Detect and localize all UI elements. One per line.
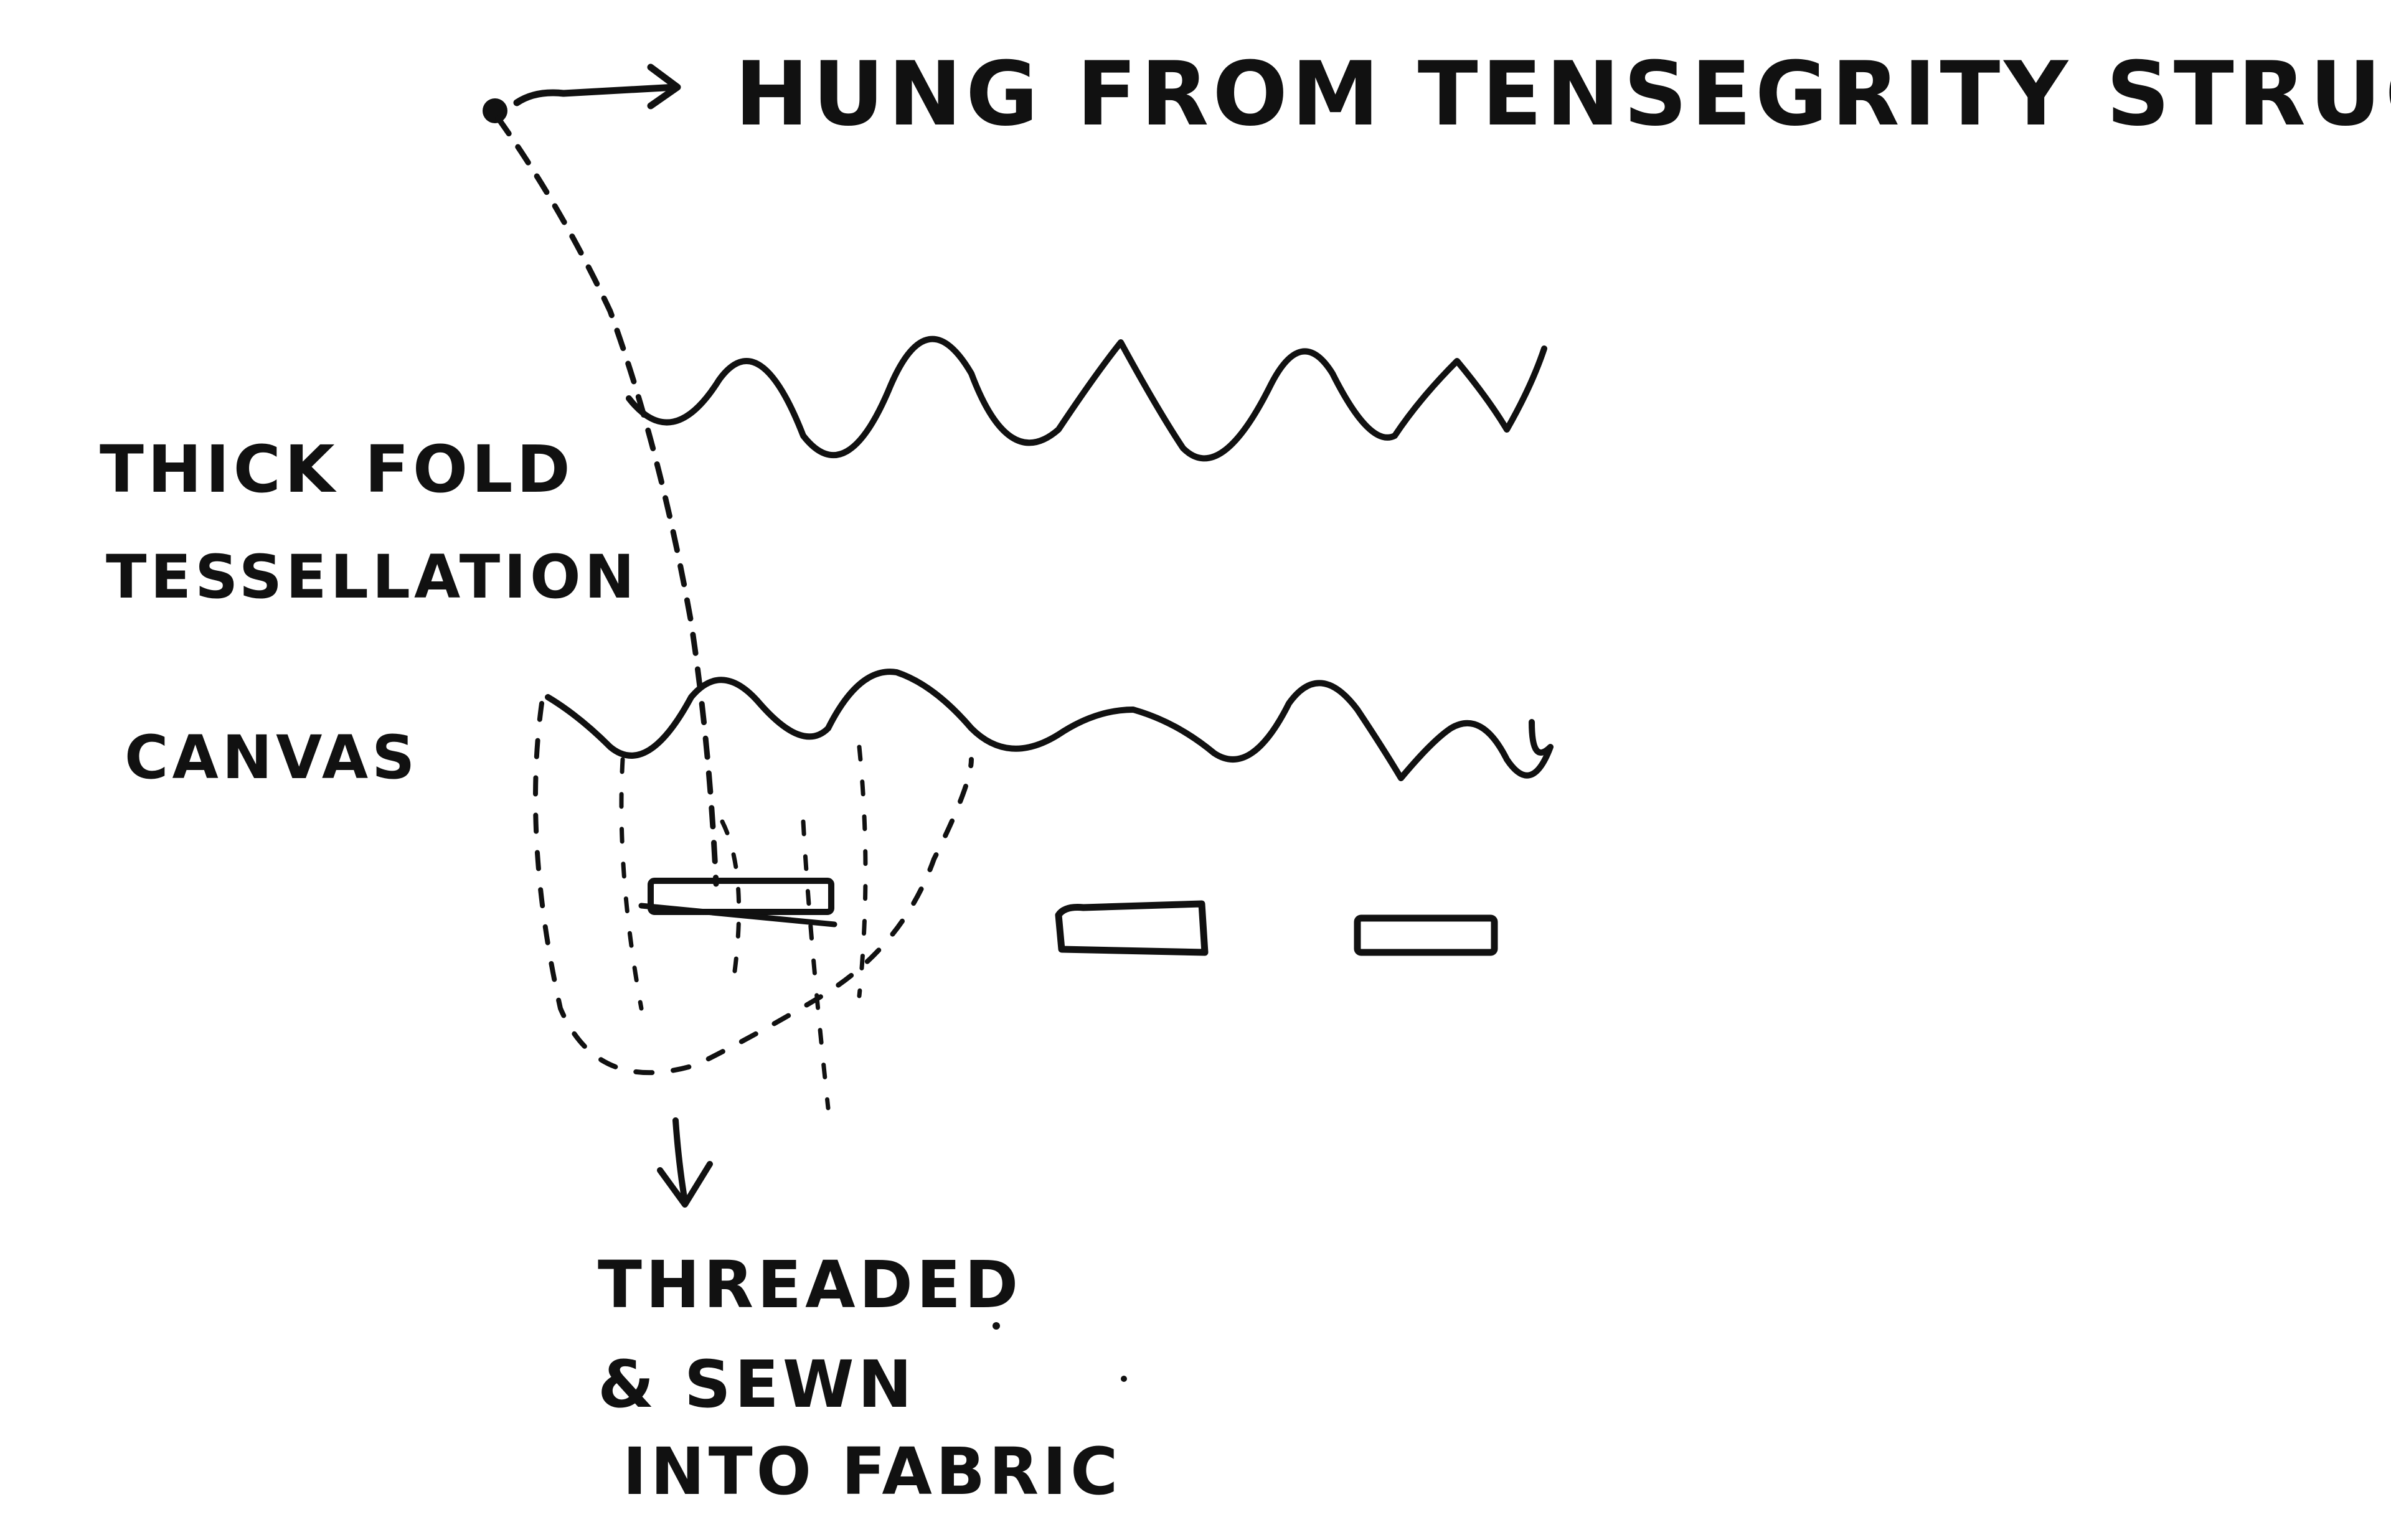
threaded-tab [648,878,834,915]
label-arrow [513,83,679,106]
tessellation-wave [626,336,1547,462]
label-threaded-line2: & SEWN [598,1346,916,1422]
tab-3 [1354,914,1498,956]
down-arrowhead [657,1161,713,1208]
ink-dot [993,1322,1000,1330]
label-hung-from-tensegrity: HUNG FROM TENSEGRITY STRUCTURE [735,43,2391,146]
canvas-wave [545,669,1554,781]
label-threaded-line3: INTO FABRIC [623,1434,1121,1509]
label-arrowhead [647,63,681,110]
label-threaded-line1: THREADED [598,1247,1022,1323]
threading-inner-marks [619,744,868,1110]
label-thick-fold-line2: TESSELLATION [106,542,638,612]
threading-needle [638,903,837,927]
label-thick-fold-line1: THICK FOLD [100,431,574,507]
threading-loop [533,701,974,1076]
tab-2 [1055,900,1209,956]
down-arrow [672,1117,688,1204]
label-canvas: CANVAS [125,723,418,792]
anchor-point [483,98,507,123]
hanging-thread [495,115,719,887]
ink-dot [1121,1376,1127,1382]
